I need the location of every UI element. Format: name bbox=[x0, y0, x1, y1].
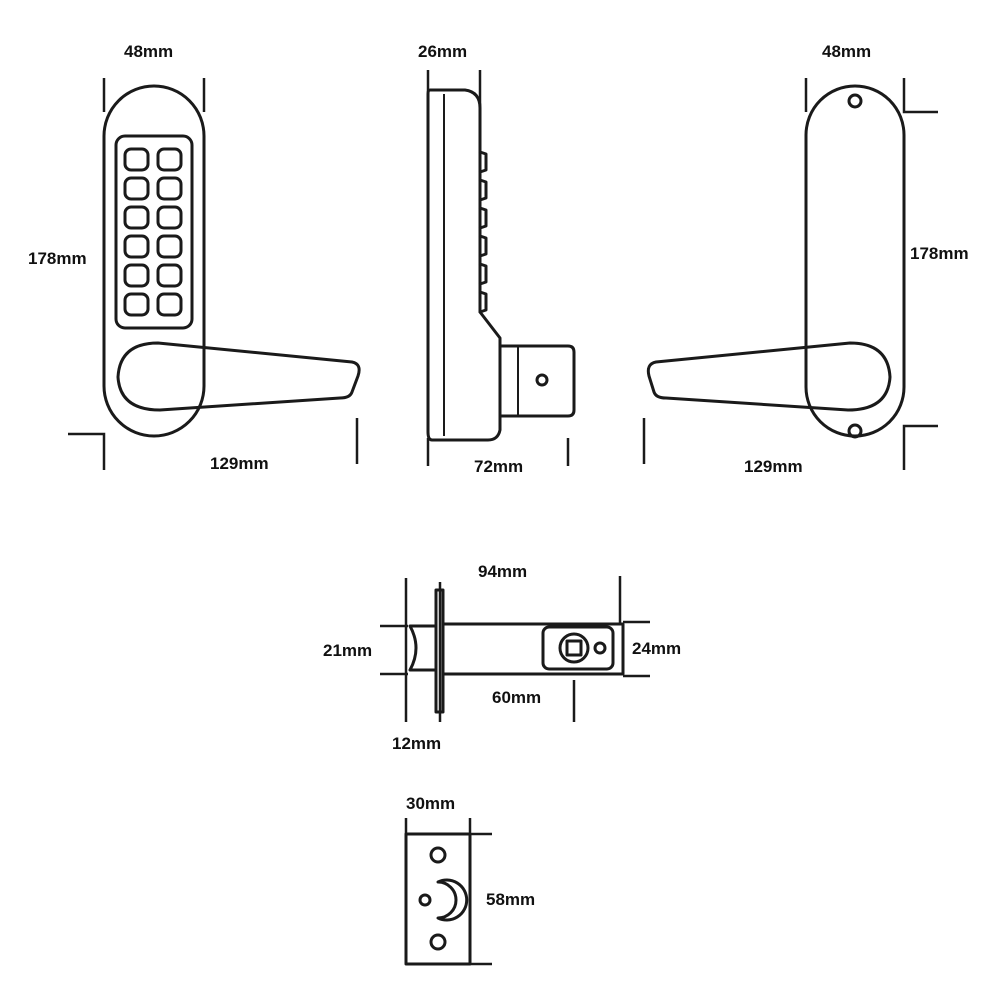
strike-plate bbox=[404, 832, 472, 966]
latch-fixing-hole bbox=[593, 641, 607, 655]
keypad-button bbox=[156, 176, 183, 201]
strike-width-label: 30mm bbox=[406, 794, 455, 813]
keypad-button bbox=[156, 147, 183, 172]
latch-backset-label: 60mm bbox=[492, 688, 541, 707]
keypad-frame bbox=[114, 134, 194, 330]
side-spindle-label: 72mm bbox=[474, 457, 523, 476]
front-lever-handle bbox=[116, 341, 361, 412]
front-width-label: 48mm bbox=[124, 42, 173, 61]
spindle-hole bbox=[535, 373, 549, 387]
strike-screw-hole-bottom bbox=[429, 933, 447, 951]
strike-small-hole bbox=[418, 893, 432, 907]
rear-projection-label: 129mm bbox=[744, 457, 803, 476]
latch-diagram: 94mm 21mm 24mm 60mm 12mm bbox=[323, 562, 681, 753]
rear-height-label: 178mm bbox=[910, 244, 969, 263]
side-view: 26mm 72mm bbox=[418, 42, 576, 476]
fixing-hole-bottom bbox=[847, 423, 863, 439]
latch-faceplate-label: 12mm bbox=[392, 734, 441, 753]
latch-length-label: 94mm bbox=[478, 562, 527, 581]
rear-lever-handle bbox=[646, 341, 892, 412]
side-body bbox=[426, 88, 502, 442]
side-dimension-lines bbox=[426, 70, 570, 466]
latch-bolt-label: 21mm bbox=[323, 641, 372, 660]
keypad-button bbox=[156, 234, 183, 259]
latch-case bbox=[441, 622, 625, 676]
keypad-button bbox=[123, 234, 150, 259]
strike-keeper-opening bbox=[436, 878, 469, 922]
keypad-button bbox=[156, 205, 183, 230]
latch-follower bbox=[558, 632, 590, 664]
latch-dimension-lines bbox=[380, 576, 650, 722]
front-dimension-lines bbox=[68, 78, 359, 470]
front-projection-label: 129mm bbox=[210, 454, 269, 473]
strike-height-label: 58mm bbox=[486, 890, 535, 909]
strike-dimension-lines bbox=[404, 818, 492, 966]
latch-spindle-square bbox=[565, 639, 583, 657]
latch-case-label: 24mm bbox=[632, 639, 681, 658]
keypad-button bbox=[123, 292, 150, 317]
front-escutcheon bbox=[102, 84, 206, 438]
fixing-hole-top bbox=[847, 93, 863, 109]
rear-width-label: 48mm bbox=[822, 42, 871, 61]
side-spindle-arm bbox=[498, 344, 576, 418]
keypad-button bbox=[156, 292, 183, 317]
latch-follower-plate bbox=[541, 625, 615, 671]
front-height-label: 178mm bbox=[28, 249, 87, 268]
latch-bolt bbox=[408, 624, 438, 672]
strike-screw-hole-top bbox=[429, 846, 447, 864]
keypad-button bbox=[123, 176, 150, 201]
side-keypad-buttons bbox=[478, 150, 488, 314]
side-depth-label: 26mm bbox=[418, 42, 467, 61]
keypad-button bbox=[156, 263, 183, 288]
rear-view: 48mm 178mm 129mm bbox=[642, 42, 969, 476]
keypad-button bbox=[123, 263, 150, 288]
keypad-buttons bbox=[123, 147, 183, 317]
keypad-button bbox=[123, 205, 150, 230]
front-view: 48mm 178mm 129mm bbox=[28, 42, 361, 473]
rear-dimension-lines bbox=[642, 78, 938, 470]
strike-plate-diagram: 30mm 58mm bbox=[404, 794, 535, 966]
keypad-button bbox=[123, 147, 150, 172]
